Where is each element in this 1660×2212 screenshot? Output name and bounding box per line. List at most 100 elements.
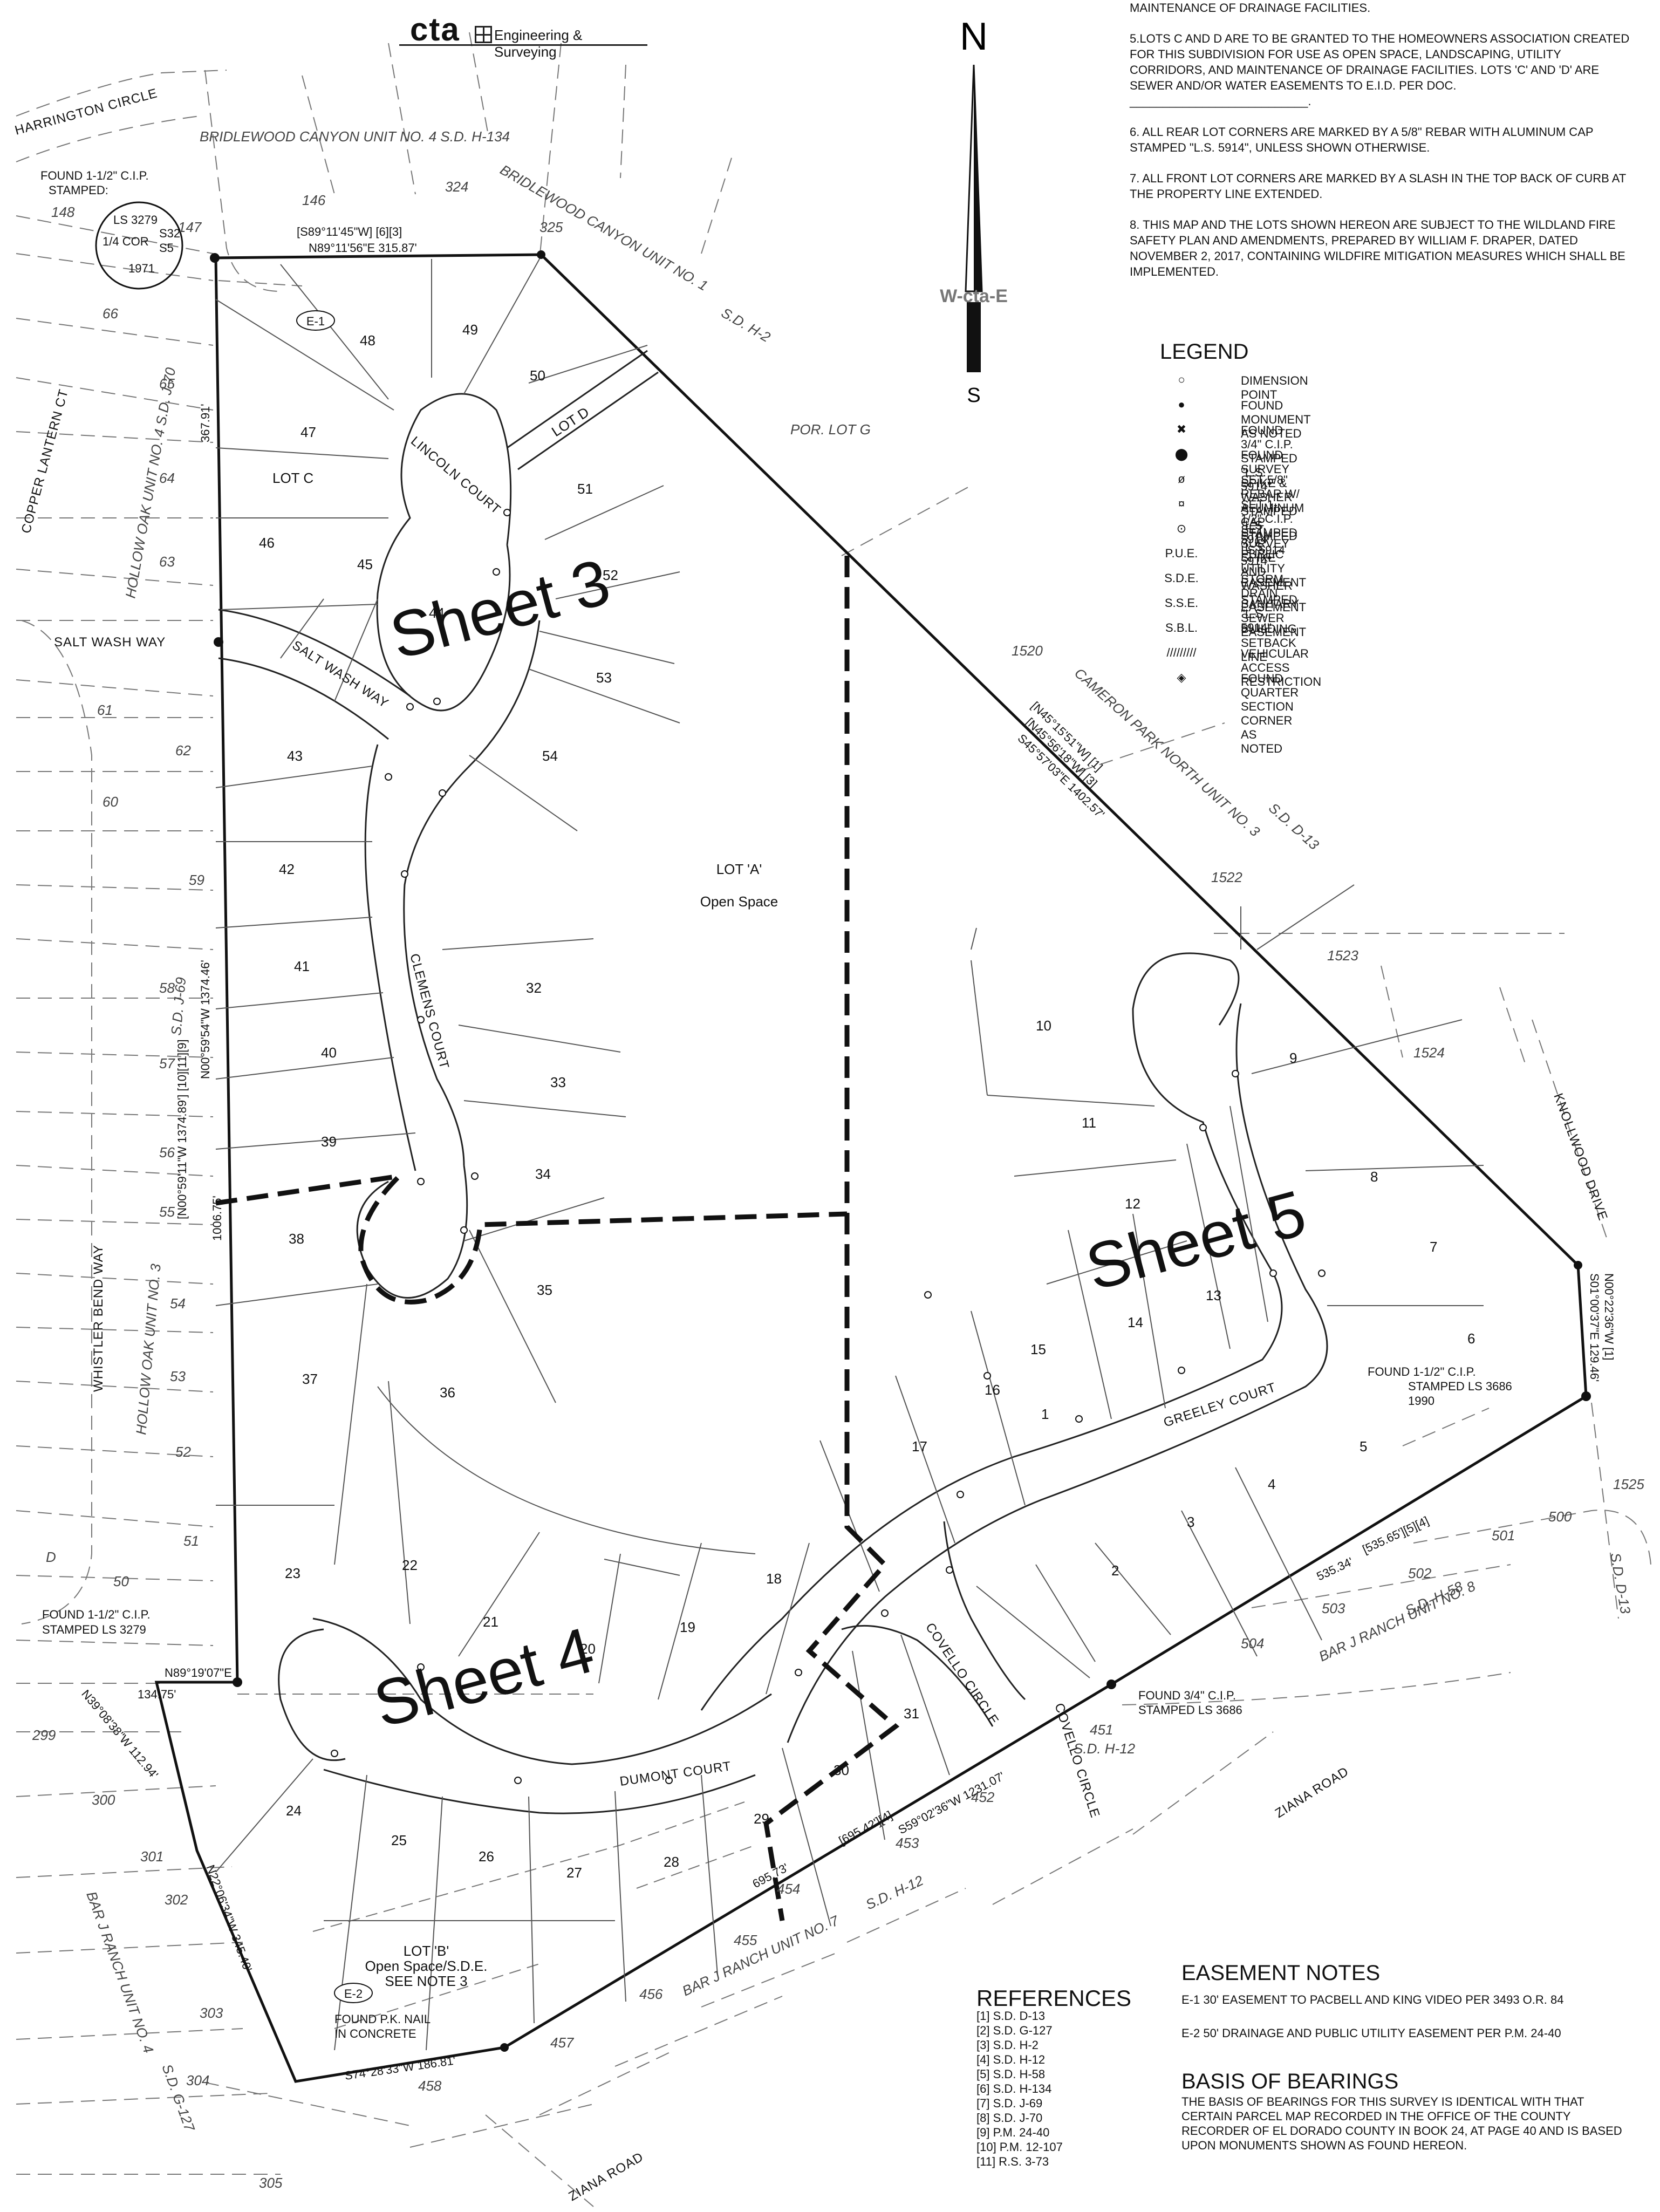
svg-text:S: S [967,384,980,407]
easement-notes: EASEMENT NOTES E-1 30' EASEMENT TO PACBE… [1181,1961,1563,2060]
svg-text:ZIANA ROAD: ZIANA ROAD [566,2149,646,2204]
svg-text:STAMPED LS 3686: STAMPED LS 3686 [1138,1703,1242,1717]
lot-30: 30 [834,1762,849,1778]
svg-text:[695.42'][4]: [695.42'][4] [837,1808,894,1848]
lot-46: 46 [259,535,275,551]
svg-text:1520: 1520 [1012,643,1043,659]
svg-text:54: 54 [170,1295,186,1312]
svg-text:LINCOLN COURT: LINCOLN COURT [408,434,503,517]
svg-text:503: 503 [1322,1600,1345,1616]
svg-text:500: 500 [1548,1508,1572,1525]
note-6: 6. ALL REAR LOT CORNERS ARE MARKED BY A … [1130,125,1594,154]
svg-text:FOUND 1-1/2" C.I.P.: FOUND 1-1/2" C.I.P. [1368,1365,1476,1378]
legend-row: ¤ SET 1-1/2" C.I.P. STAMPED "L.S. 5914" [1160,496,1297,568]
svg-text:W-cta-E: W-cta-E [940,286,1008,306]
svg-text:1971: 1971 [128,262,155,275]
legend-row: S.S.E.SANITARY SEWER EASEMENT [1160,595,1306,639]
legend-abbr: S.B.L. [1165,621,1198,634]
dimension-points [331,509,1326,1784]
legend-row: ●FOUND MONUMENT AS NOTED [1160,397,1310,440]
lot-21: 21 [483,1614,498,1630]
lot-33: 33 [550,1074,566,1090]
svg-text:S.D. H-12: S.D. H-12 [863,1872,926,1913]
lot-17: 17 [912,1438,927,1455]
lot-28: 28 [664,1854,679,1870]
legend-label: FOUND QUARTER SECTION CORNER AS NOTED [1241,672,1299,755]
legend-row: P.U.E.PUBLIC UTILITY EASEMENT [1160,545,1306,589]
svg-text:456: 456 [639,1986,663,2002]
dimension-point-icon: ○ [1178,373,1185,386]
svg-text:[535.65'][5][4]: [535.65'][5][4] [1361,1514,1431,1556]
svg-text:53: 53 [170,1368,186,1384]
svg-text:134.75': 134.75' [138,1688,176,1701]
basis-text: THE BASIS OF BEARINGS FOR THIS SURVEY IS… [1181,2095,1622,2152]
svg-text:FOUND P.K. NAIL: FOUND P.K. NAIL [334,2012,431,2026]
svg-text:458: 458 [418,2078,442,2094]
reference-item: [5] S.D. H-58 [976,2067,1046,2081]
legend-label: SET SURVEY SPIKE AND WASHER STAMPED "L.S… [1241,523,1297,634]
legend-label: BUILDING SETBACK LINE [1241,622,1297,664]
easement-notes-title: EASEMENT NOTES [1181,1961,1381,1985]
lot-25: 25 [391,1832,407,1848]
note-7: 7. ALL FRONT LOT CORNERS ARE MARKED BY A… [1130,172,1626,201]
lot-35: 35 [537,1282,552,1298]
svg-text:FOUND 3/4" C.I.P.: FOUND 3/4" C.I.P. [1138,1689,1236,1702]
rebar-icon: ø [1178,472,1185,486]
svg-text:Open Space/S.D.E.: Open Space/S.D.E. [365,1958,488,1974]
lot-48: 48 [360,332,375,349]
svg-text:BAR J RANCH UNIT NO. 7: BAR J RANCH UNIT NO. 7 [680,1912,842,1999]
lot-42: 42 [279,861,295,877]
svg-text:STAMPED:: STAMPED: [49,183,108,197]
note-line: MAINTENANCE OF DRAINAGE FACILITIES. [1130,1,1371,15]
svg-text:453: 453 [896,1835,919,1851]
svg-text:POR. LOT G: POR. LOT G [790,421,871,438]
svg-text:COVELLO CIRCLE: COVELLO CIRCLE [1051,1702,1102,1820]
lot-lines [215,258,1484,2051]
svg-text:302: 302 [165,1892,188,1908]
legend-row: /////////VEHICULAR ACCESS RESTRICTION [1160,645,1321,688]
svg-text:BRIDLEWOOD CANYON UNIT NO. 1: BRIDLEWOOD CANYON UNIT NO. 1 [497,161,711,294]
lot-32: 32 [526,980,542,996]
svg-text:[N00°59'11"W 1374.89'] [10][11: [N00°59'11"W 1374.89'] [10][11][9] [175,1039,189,1219]
logo-grid-icon [475,26,492,43]
legend-label: SANITARY SEWER EASEMENT [1241,597,1307,639]
legend-abbr: S.D.E. [1164,571,1199,585]
lot-2: 2 [1111,1562,1119,1579]
legend-label: FOUND SURVEY SPIKE & WASHER STAMPED "L.S… [1241,448,1297,546]
legend-label: STORM DRAIN EASEMENT [1241,572,1307,614]
svg-text:60: 60 [103,794,118,810]
legend-row: ◈FOUND QUARTER SECTION CORNER AS NOTED [1160,670,1299,755]
svg-text:301: 301 [140,1848,163,1865]
svg-text:E-2: E-2 [344,1987,363,2001]
lot-18: 18 [766,1571,782,1587]
svg-text:BRIDLEWOOD CANYON UNIT NO. 4: BRIDLEWOOD CANYON UNIT NO. 4 S.D. H-134 [200,128,510,145]
legend-row: ⊙SET SURVEY SPIKE AND WASHER STAMPED "L.… [1160,521,1297,634]
lot-labels: LOT 'A' Open Space LOT 'B' Open Space/S.… [272,404,871,1989]
svg-text:65: 65 [159,376,175,392]
svg-text:HARRINGTON CIRCLE: HARRINGTON CIRCLE [13,86,159,138]
lot-6: 6 [1467,1330,1475,1347]
svg-text:D: D [46,1549,56,1565]
svg-text:FOUND 1-1/2" C.I.P.: FOUND 1-1/2" C.I.P. [40,169,149,182]
legend-row: ○DIMENSION POINT [1160,372,1308,401]
svg-text:66: 66 [103,305,118,322]
svg-text:N00°22'36"W [1]: N00°22'36"W [1] [1602,1273,1616,1360]
lot-41: 41 [294,958,310,974]
easement-note: E-2 50' DRAINAGE AND PUBLIC UTILITY EASE… [1181,2026,1561,2040]
svg-text:501: 501 [1492,1527,1515,1544]
lot-29: 29 [754,1811,769,1827]
svg-text:305: 305 [259,2175,283,2191]
set-cip-icon: ¤ [1178,497,1185,510]
svg-text:E-1: E-1 [306,315,325,328]
svg-text:N: N [960,15,988,58]
svg-text:SEE NOTE 3: SEE NOTE 3 [385,1973,467,1989]
svg-text:HOLLOW OAK UNIT NO. 3: HOLLOW OAK UNIT NO. 3 [133,1263,164,1436]
subdivision-boundary [154,253,1588,2083]
svg-text:451: 451 [1090,1722,1113,1738]
lot-14: 14 [1128,1314,1143,1330]
svg-text:LOT C: LOT C [272,470,313,486]
lot-7: 7 [1430,1239,1437,1255]
legend-label: SET 1-1/2" C.I.P. STAMPED "L.S. 5914" [1241,498,1297,568]
svg-text:STAMPED LS 3686: STAMPED LS 3686 [1408,1380,1512,1393]
legend-row: S.B.L. BUILDING SETBACK LINE [1160,620,1297,664]
